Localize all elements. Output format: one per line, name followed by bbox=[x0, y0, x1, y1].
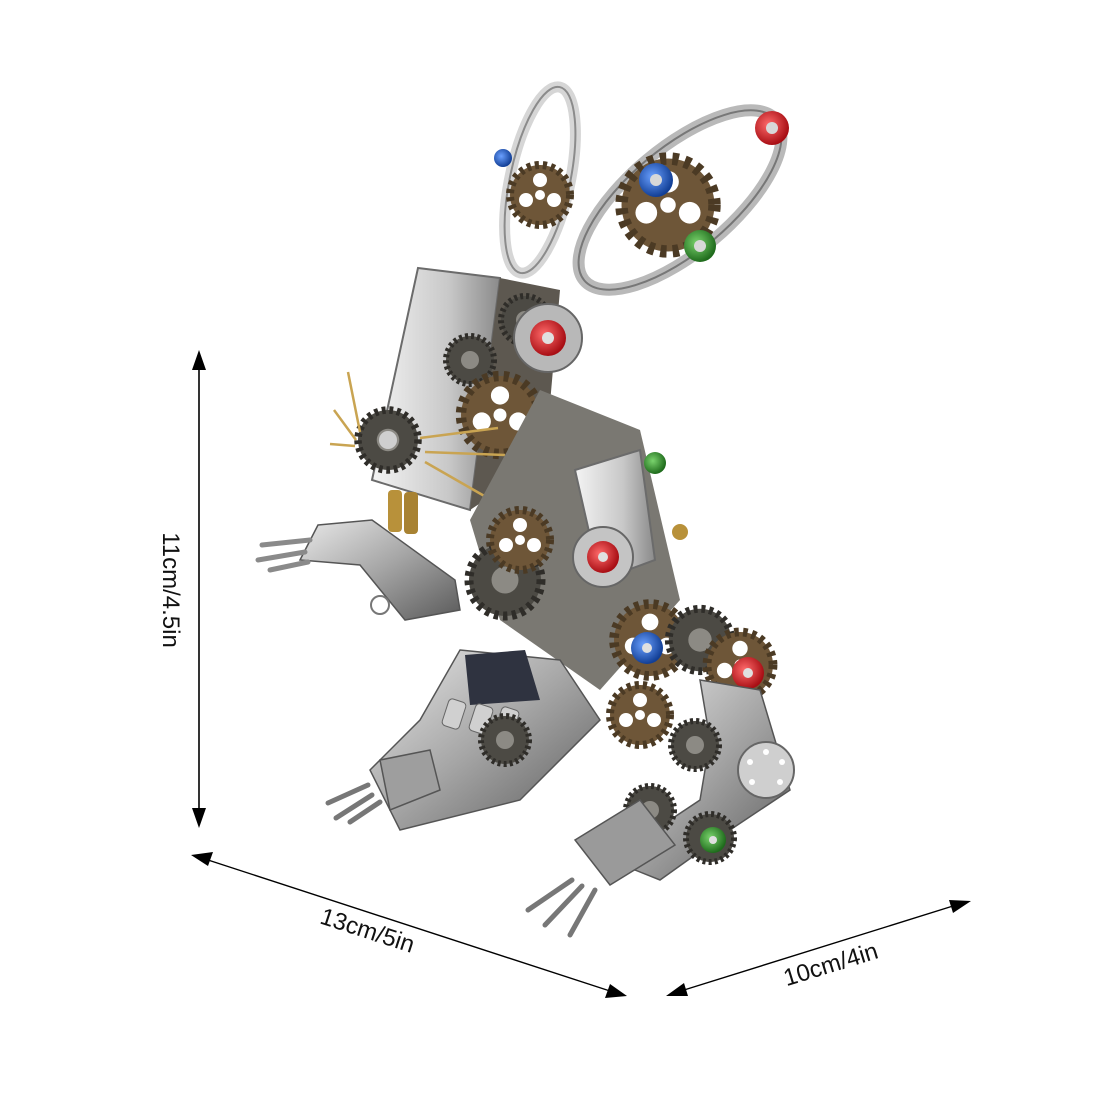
dimension-length: 13cm/5in bbox=[191, 852, 627, 998]
rabbit-model-image bbox=[255, 81, 795, 938]
rabbit-front-leg bbox=[325, 649, 601, 831]
rabbit-ear-back bbox=[494, 81, 581, 279]
rabbit-hip-gears bbox=[610, 604, 773, 745]
blue-nut bbox=[494, 149, 512, 167]
dimension-height: 11cm/4.5in bbox=[157, 350, 206, 828]
arrow-left-icon bbox=[666, 983, 688, 996]
height-label: 11cm/4.5in bbox=[157, 532, 184, 648]
length-arrow-line bbox=[207, 859, 611, 992]
rabbit-head bbox=[329, 266, 583, 534]
arrow-down-icon bbox=[192, 808, 206, 828]
width-arrow-line bbox=[683, 905, 954, 991]
arrow-right-icon bbox=[949, 900, 971, 913]
arrow-right-icon bbox=[605, 984, 627, 998]
width-label: 10cm/4in bbox=[780, 938, 881, 992]
green-nut bbox=[644, 452, 666, 474]
rabbit-ear-front bbox=[572, 104, 789, 296]
dimension-width: 10cm/4in bbox=[666, 900, 971, 996]
rabbit-front-arm bbox=[255, 519, 461, 621]
arrow-up-icon bbox=[192, 350, 206, 370]
rabbit-hind-leg bbox=[525, 679, 795, 938]
arrow-left-icon bbox=[191, 852, 213, 866]
